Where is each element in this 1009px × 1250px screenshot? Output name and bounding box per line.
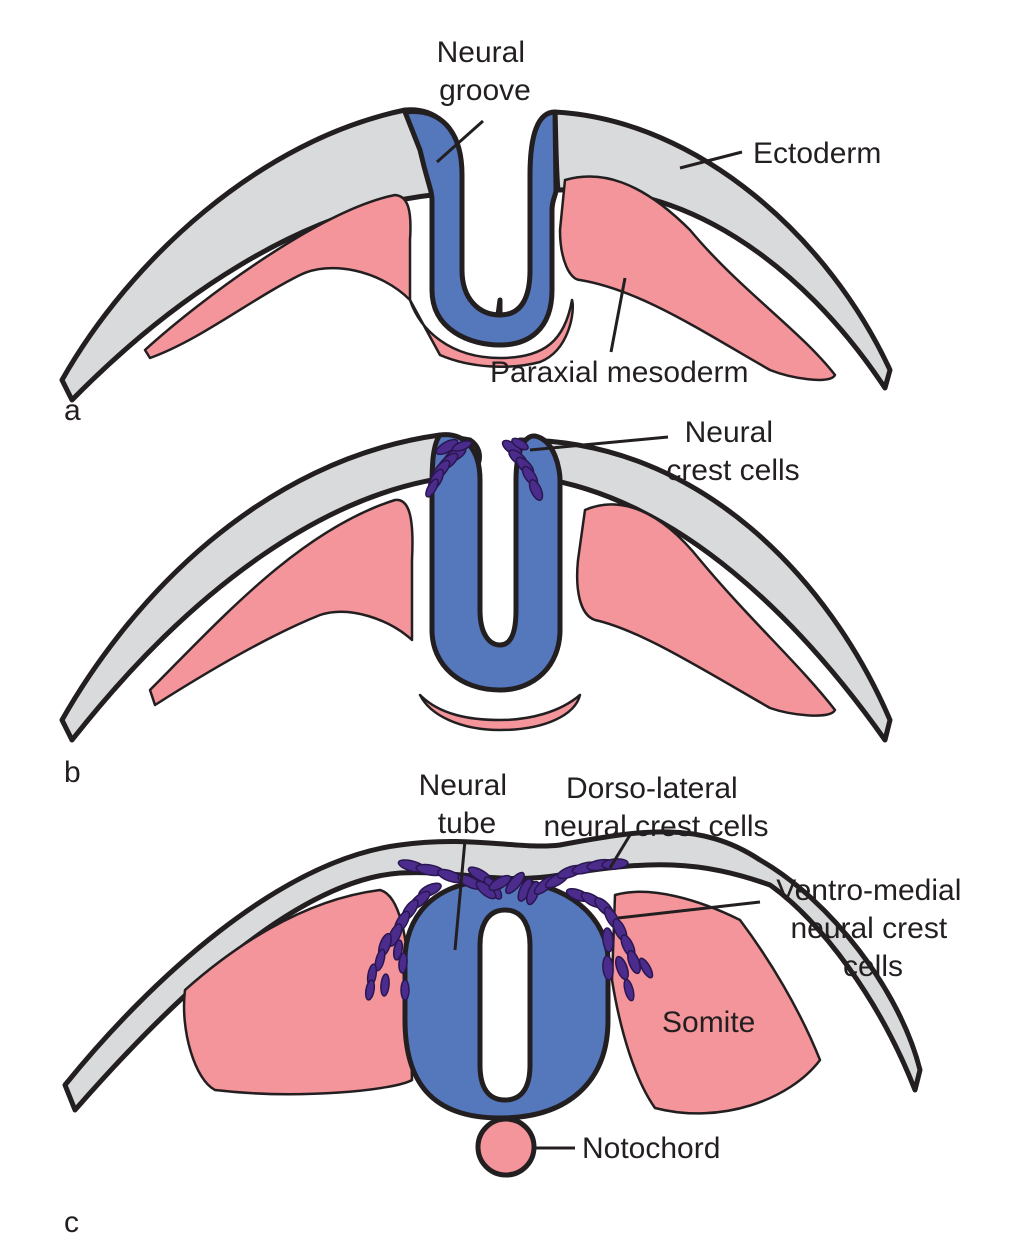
leader-neural-groove: [436, 119, 484, 164]
mesoderm-right: [575, 503, 837, 717]
panel-a: Neural groove Ectoderm Paraxial mesoderm…: [59, 36, 893, 427]
neural-crest-cells-c: [364, 858, 654, 1002]
panel-b: Neural crest cells b: [59, 416, 893, 789]
mesoderm-left: [148, 498, 414, 707]
neural-crest-cell: [511, 437, 529, 451]
somite-left: [182, 888, 414, 1096]
neural-crest-cell: [400, 979, 410, 1001]
neural-crest-cell: [435, 438, 459, 456]
neural-crest-cell: [451, 440, 473, 452]
leader-neural-crest: [529, 435, 669, 452]
neural-crest-cell: [615, 955, 629, 981]
label-dorso-lateral-neural-crest-cells: Dorso-lateral neural crest cells: [543, 772, 768, 843]
panel-label-b: b: [64, 756, 81, 789]
neural-crest-cells-b: [425, 437, 544, 501]
leader-dorso-lateral: [608, 834, 632, 869]
label-somite: Somite: [662, 1006, 755, 1039]
neural-crest-cell: [380, 973, 390, 997]
leader-neural-tube: [453, 839, 467, 951]
neural-crest-cell: [374, 948, 386, 972]
mesoderm-under-fold: [418, 693, 582, 732]
mesoderm-under-groove: [408, 298, 574, 368]
neural-crest-cell: [528, 479, 544, 501]
neural-crest-cell: [364, 979, 376, 1001]
neural-crest-cell: [602, 927, 614, 953]
neural-crest-cell: [638, 957, 654, 979]
neural-canal: [477, 907, 533, 1103]
ectoderm: [62, 829, 923, 1113]
label-notochord: Notochord: [582, 1132, 720, 1165]
neural-crest-cell: [505, 871, 525, 895]
neural-fold: [429, 432, 563, 693]
panel-label-c: c: [64, 1206, 79, 1239]
neural-crest-cell: [627, 949, 641, 975]
panel-label-a: a: [64, 394, 81, 427]
notochord: [475, 1116, 537, 1178]
label-neural-tube: Neural tube: [419, 769, 516, 840]
paraxial-mesoderm-right: [558, 175, 837, 382]
leader-ventro-medial: [617, 900, 761, 920]
label-neural-groove: Neural groove: [437, 36, 534, 107]
label-paraxial-mesoderm: Paraxial mesoderm: [490, 356, 748, 389]
panel-c: Neural tube Dorso-lateral neural crest c…: [62, 769, 969, 1239]
neural-crest-cell: [398, 952, 408, 974]
neural-crest-cell: [425, 478, 439, 498]
neural-crest-cell: [602, 955, 614, 981]
leader-paraxial-mesoderm: [609, 277, 627, 353]
label-ectoderm: Ectoderm: [753, 137, 881, 170]
label-ventro-medial-neural-crest-cells: Ventro-medial neural crest cells: [776, 874, 969, 983]
neural-crest-cell: [392, 939, 404, 961]
leader-ectoderm: [679, 150, 743, 170]
somite-right: [610, 890, 822, 1115]
neural-groove: [402, 109, 559, 348]
label-neural-crest-cells: Neural crest cells: [666, 416, 799, 487]
neural-crest-cell: [488, 874, 512, 892]
